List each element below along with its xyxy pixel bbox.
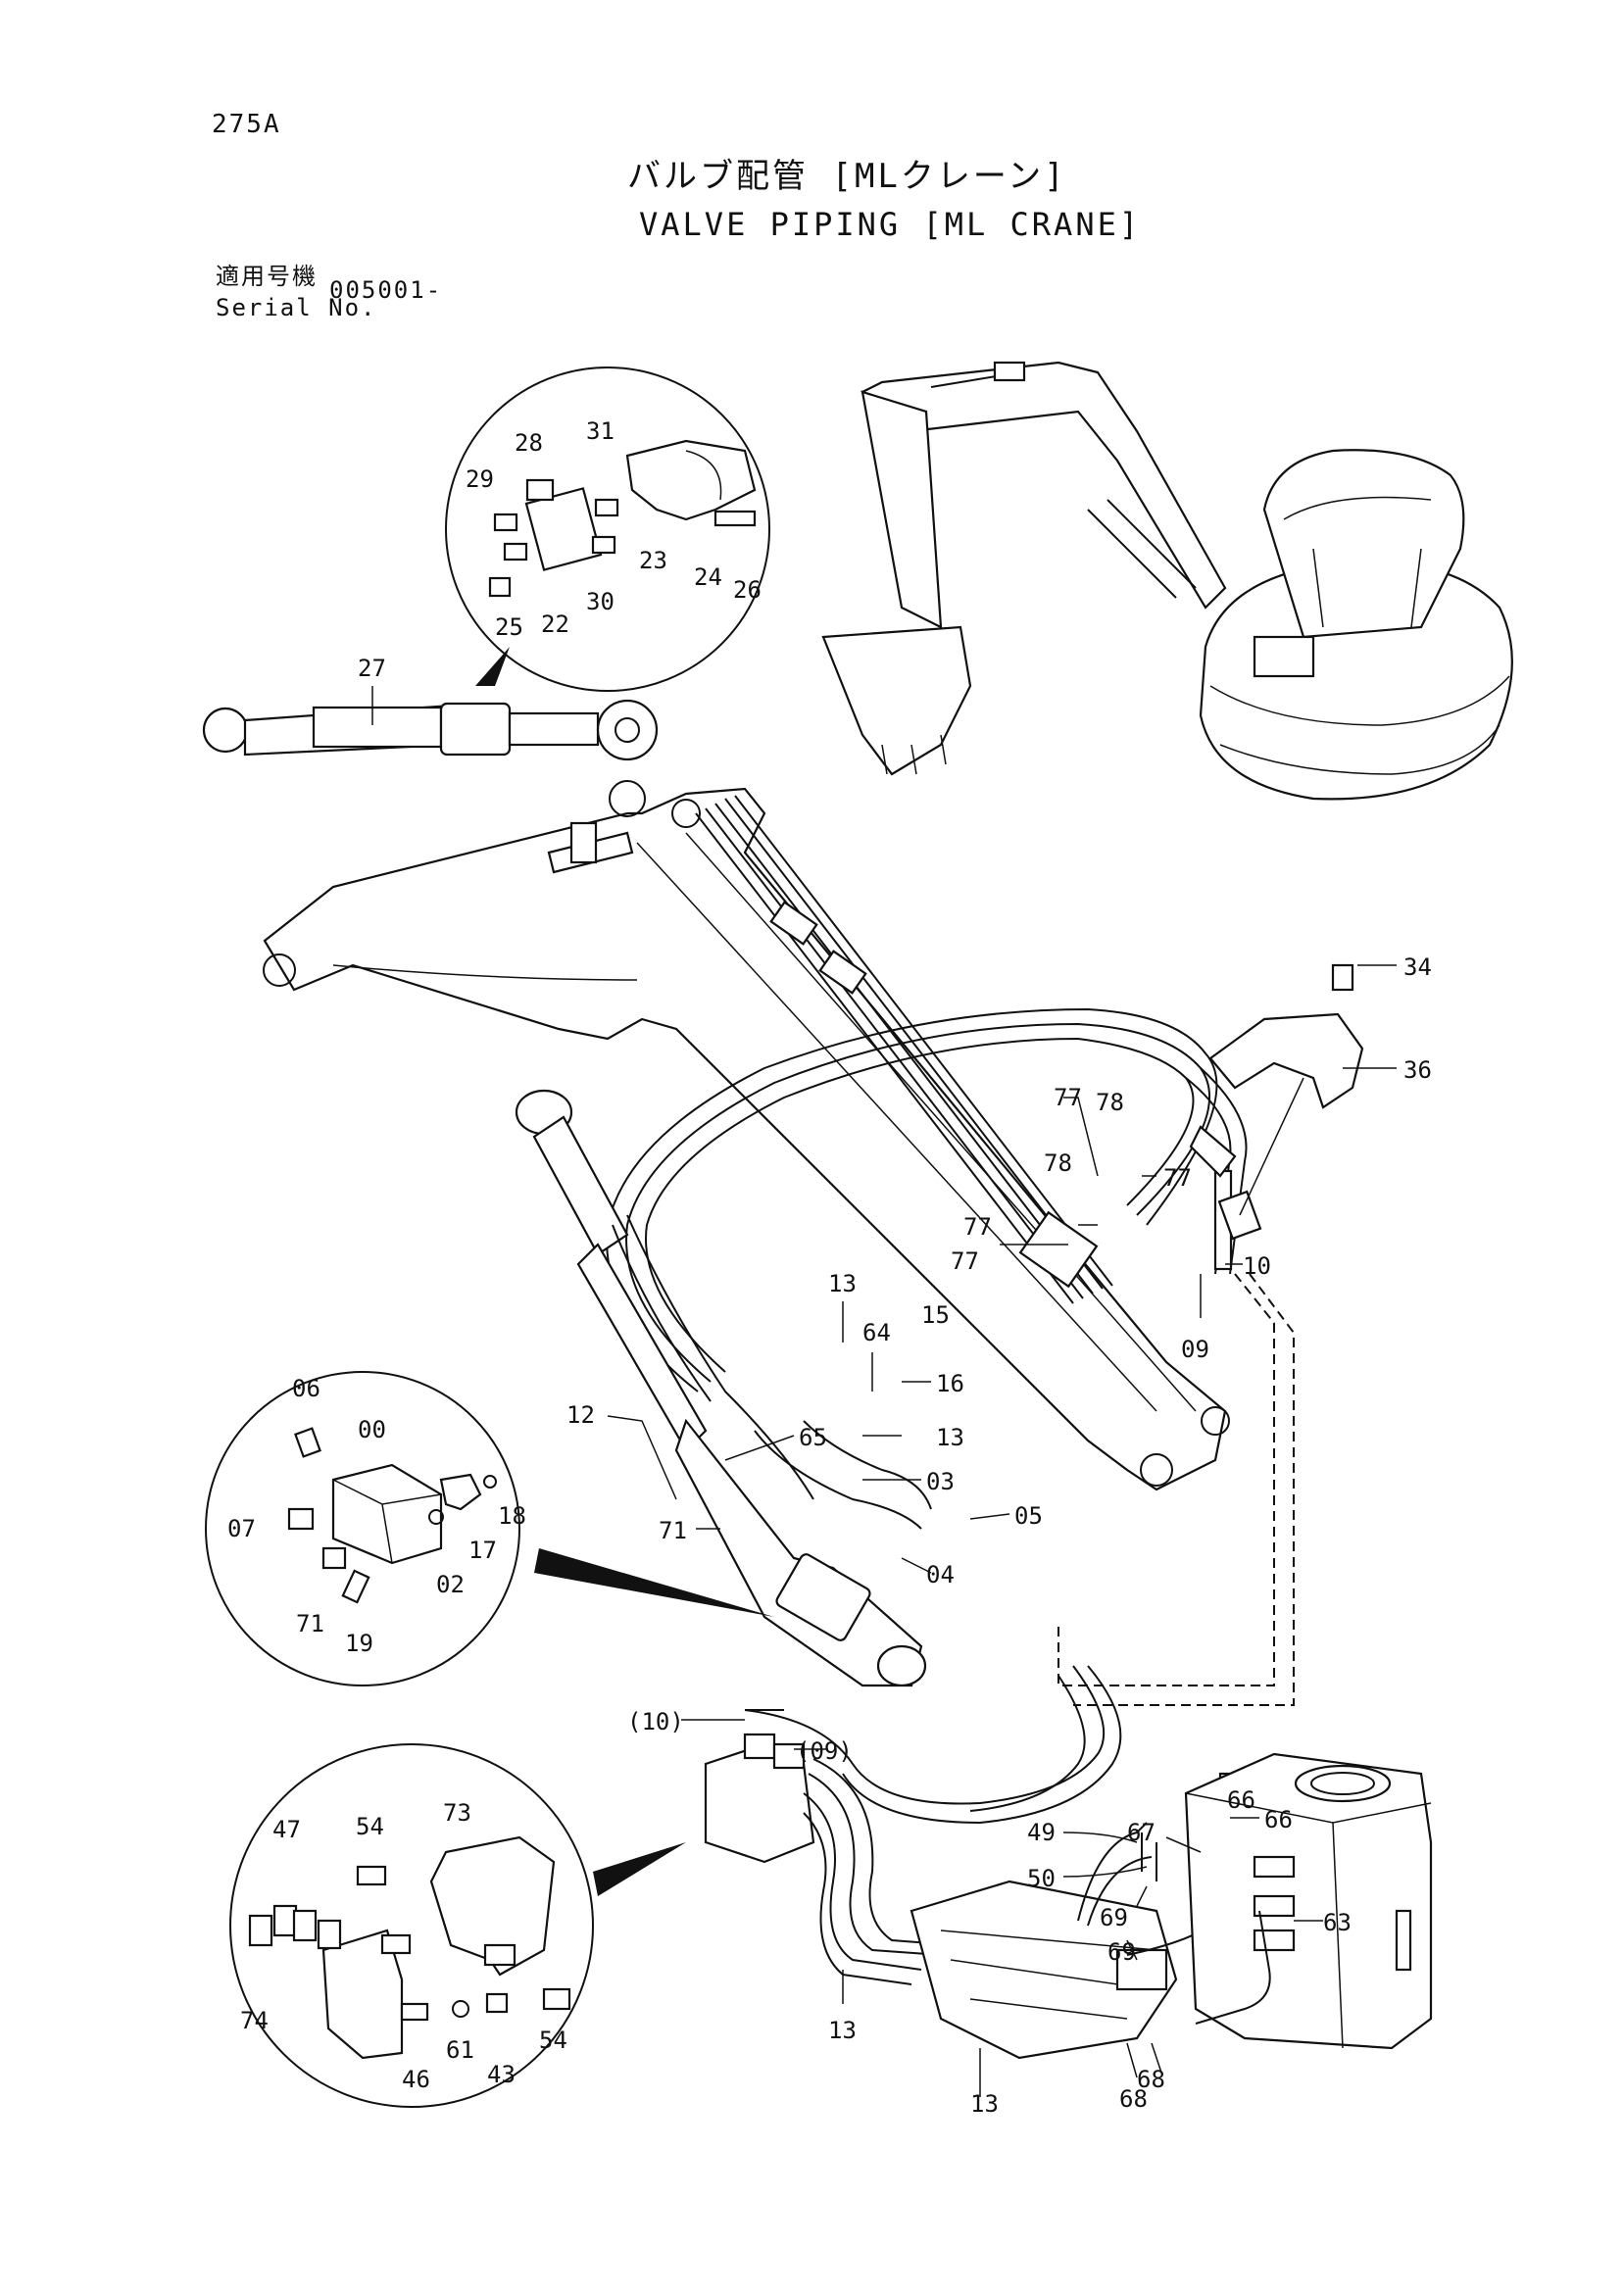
detail-circle-top [445, 366, 770, 692]
callout-09-ref: (09) [796, 1737, 853, 1765]
control-valve [704, 1733, 1236, 2060]
callout-10: 10 [1243, 1252, 1271, 1280]
crane-cylinder [515, 1089, 932, 1687]
callout-49: 49 [1027, 1819, 1056, 1846]
callout-74: 74 [240, 2007, 269, 2034]
callout-66-a: 66 [1227, 1786, 1255, 1814]
bracket-cover [1189, 963, 1364, 1241]
callout-46: 46 [402, 2066, 430, 2093]
crane-arm [263, 780, 1230, 1491]
callout-77-a: 77 [1054, 1084, 1082, 1111]
leader-lines [371, 686, 1397, 2097]
callout-30: 30 [586, 588, 615, 615]
serial-number: 005001- [329, 276, 443, 304]
detail-top-labels: 28 31 29 23 24 26 30 25 22 [466, 417, 762, 641]
callout-02: 02 [436, 1571, 465, 1598]
callout-66-b: 66 [1264, 1806, 1293, 1833]
callout-27: 27 [358, 655, 386, 682]
detail-mid-labels: 06 00 07 18 17 02 71 19 [227, 1375, 526, 1657]
callout-77-d: 77 [951, 1247, 979, 1275]
callout-54-a: 54 [356, 1813, 384, 1840]
callout-64: 64 [862, 1319, 891, 1346]
callout-labels: 34 36 10 09 77 78 77 78 77 77 13 15 64 1… [358, 655, 1432, 2118]
callout-68-a: 68 [1137, 2066, 1165, 2093]
callout-13-d: 13 [970, 2090, 999, 2118]
page-number: 275A [212, 110, 281, 139]
callout-13-b: 13 [936, 1424, 964, 1451]
callout-78-b: 78 [1044, 1149, 1072, 1177]
callout-18: 18 [498, 1502, 526, 1530]
callout-28: 28 [515, 429, 543, 457]
detail-circle-middle [205, 1371, 774, 1686]
serial-label-japanese: 適用号機 [216, 263, 318, 290]
callout-06: 06 [292, 1375, 320, 1402]
callout-71: 71 [659, 1517, 687, 1544]
callout-29: 29 [466, 465, 494, 493]
callout-10-ref: (10) [627, 1708, 684, 1735]
hydraulic-tank [1184, 1752, 1433, 2050]
callout-05: 05 [1014, 1502, 1043, 1530]
callout-26: 26 [733, 576, 762, 604]
callout-25: 25 [495, 613, 523, 641]
callout-04: 04 [926, 1561, 955, 1588]
callout-22: 22 [541, 611, 569, 638]
callout-36: 36 [1403, 1056, 1432, 1084]
page-title: VALVE PIPING [ML CRANE] [639, 206, 1142, 243]
callout-69-a: 69 [1100, 1904, 1128, 1931]
callout-31: 31 [586, 417, 615, 445]
serial-label: Serial No. [216, 294, 377, 321]
callout-77-c: 77 [963, 1213, 992, 1241]
callout-63: 63 [1323, 1909, 1352, 1936]
detail-bot-labels: 47 54 73 74 61 46 43 54 [240, 1799, 567, 2093]
callout-54-b: 54 [539, 2027, 567, 2054]
callout-17: 17 [468, 1537, 497, 1564]
callout-67: 67 [1127, 1819, 1156, 1846]
callout-73: 73 [443, 1799, 471, 1827]
callout-77-b: 77 [1163, 1164, 1192, 1192]
callout-34: 34 [1403, 953, 1432, 981]
callout-03: 03 [926, 1468, 955, 1495]
callout-00: 00 [358, 1416, 386, 1443]
callout-15: 15 [921, 1301, 950, 1329]
callout-47: 47 [272, 1816, 301, 1843]
callout-13-a: 13 [828, 1270, 857, 1297]
page-title-japanese: バルブ配管 [MLクレーン] [627, 157, 1067, 196]
callout-50: 50 [1027, 1865, 1056, 1892]
callout-78-a: 78 [1096, 1089, 1124, 1116]
detail-circle-bottom [229, 1743, 686, 2108]
callout-24: 24 [694, 563, 722, 591]
callout-16: 16 [936, 1370, 964, 1397]
callout-71-detail: 71 [296, 1610, 324, 1637]
callout-68-b: 68 [1119, 2085, 1148, 2113]
callout-12: 12 [566, 1401, 595, 1429]
callout-23: 23 [639, 547, 667, 574]
callout-13-c: 13 [828, 2017, 857, 2044]
excavator-overview [821, 361, 1513, 801]
callout-65: 65 [799, 1424, 827, 1451]
callout-61: 61 [446, 2036, 474, 2064]
callout-19: 19 [345, 1630, 373, 1657]
callout-69-b: 69 [1107, 1938, 1136, 1966]
callout-09: 09 [1181, 1336, 1209, 1363]
callout-43: 43 [487, 2061, 516, 2088]
cylinder-assembly [202, 699, 659, 761]
callout-07: 07 [227, 1515, 256, 1542]
